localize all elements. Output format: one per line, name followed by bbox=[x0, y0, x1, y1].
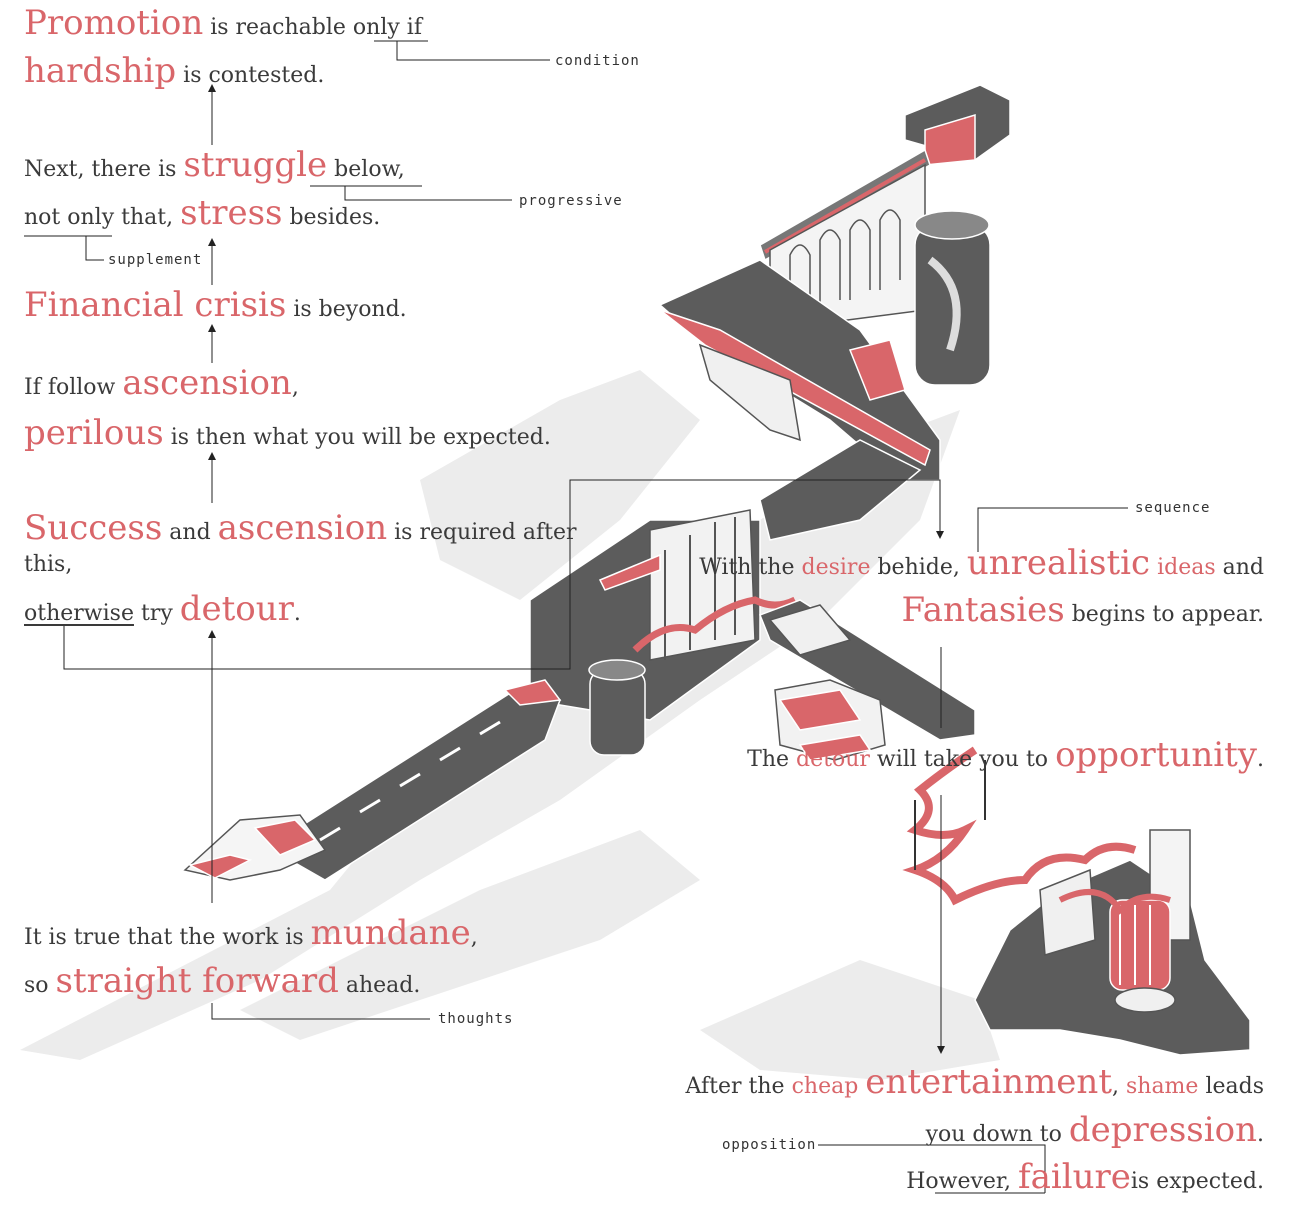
word-perilous: perilous bbox=[24, 413, 164, 453]
line-fantasies: Fantasies begins to appear. bbox=[901, 593, 1264, 627]
word-opportunity: opportunity bbox=[1055, 735, 1257, 775]
text: is then what you will be expected. bbox=[163, 425, 551, 450]
text: is reachable only bbox=[203, 15, 407, 40]
word-promotion: Promotion bbox=[24, 3, 204, 43]
text: If follow bbox=[24, 375, 123, 400]
word-straight-forward: straight forward bbox=[55, 961, 339, 1001]
word-cheap: cheap bbox=[791, 1074, 859, 1099]
word-ascension: ascension bbox=[122, 363, 292, 403]
word-stress: stress bbox=[180, 193, 283, 233]
word-unrealistic: unrealistic bbox=[966, 543, 1151, 583]
word-mundane: mundane bbox=[310, 913, 471, 953]
annotation-progressive: progressive bbox=[519, 193, 623, 209]
word-depression: depression bbox=[1068, 1110, 1257, 1150]
building-mass bbox=[183, 84, 1251, 1056]
line-success: Success and ascension is required after bbox=[24, 511, 577, 545]
text: not only that, bbox=[24, 205, 181, 230]
line-straight-forward: so straight forward ahead. bbox=[24, 964, 420, 998]
line-mundane: It is true that the work is mundane, bbox=[24, 916, 478, 950]
text: so bbox=[24, 973, 56, 998]
text: is contested. bbox=[176, 63, 325, 88]
word-ideas: ideas bbox=[1157, 555, 1216, 580]
text: After the bbox=[685, 1074, 792, 1099]
text: will take you to bbox=[869, 747, 1056, 772]
word-ascension-2: ascension bbox=[217, 508, 388, 548]
word-detour-2: detour bbox=[796, 747, 870, 772]
line-stress: not only that, stress besides. bbox=[24, 196, 380, 230]
line-financial-crisis: Financial crisis is beyond. bbox=[24, 288, 407, 322]
text: . bbox=[1257, 747, 1264, 772]
text: Next, there is bbox=[24, 157, 184, 182]
text: It is true that the work is bbox=[24, 925, 311, 950]
annotation-condition: condition bbox=[555, 53, 640, 69]
annotation-opposition: opposition bbox=[722, 1137, 817, 1153]
line-struggle: Next, there is struggle below, bbox=[24, 148, 405, 182]
word-shame: shame bbox=[1125, 1074, 1199, 1099]
text: With the bbox=[699, 555, 802, 580]
arrow-heads bbox=[208, 84, 945, 1054]
text: and bbox=[162, 520, 218, 545]
text: is expected. bbox=[1130, 1169, 1264, 1194]
text: . bbox=[293, 601, 301, 626]
line-failure: However, failureis expected. bbox=[906, 1160, 1264, 1194]
word-failure: failure bbox=[1018, 1157, 1131, 1197]
word-hardship: hardship bbox=[24, 51, 177, 91]
text: is beyond. bbox=[286, 297, 407, 322]
text: begins to appear. bbox=[1064, 602, 1264, 627]
word-detour: detour bbox=[179, 589, 294, 629]
text: , bbox=[470, 925, 478, 950]
text: The bbox=[747, 747, 797, 772]
text: ahead. bbox=[338, 973, 421, 998]
connector-lines bbox=[24, 40, 1128, 1194]
text: is required after bbox=[387, 520, 577, 545]
text: and bbox=[1215, 555, 1264, 580]
text: leads bbox=[1198, 1074, 1264, 1099]
text: you down to bbox=[925, 1122, 1069, 1147]
annotation-thoughts: thoughts bbox=[438, 1011, 514, 1027]
line-detour: otherwise try detour. bbox=[24, 592, 301, 626]
text: However, bbox=[906, 1169, 1019, 1194]
line-opportunity: The detour will take you to opportunity. bbox=[747, 738, 1264, 772]
text: try bbox=[133, 601, 180, 626]
word-success: Success bbox=[24, 508, 163, 548]
line-ascension: If follow ascension, bbox=[24, 366, 299, 400]
line-entertainment: After the cheap entertainment, shame lea… bbox=[686, 1065, 1264, 1099]
line-this: this, bbox=[24, 552, 73, 577]
text: if bbox=[406, 15, 422, 40]
line-hardship: hardship is contested. bbox=[24, 54, 324, 88]
line-desire: With the desire behide, unrealistic idea… bbox=[699, 546, 1264, 580]
text: below, bbox=[327, 157, 405, 182]
word-fantasies: Fantasies bbox=[901, 590, 1065, 630]
annotation-supplement: supplement bbox=[108, 252, 203, 268]
word-entertainment: entertainment bbox=[865, 1062, 1112, 1102]
text: . bbox=[1257, 1122, 1264, 1147]
text: behide, bbox=[870, 555, 967, 580]
line-perilous: perilous is then what you will be expect… bbox=[24, 416, 551, 450]
line-promotion: Promotion is reachable only if bbox=[24, 6, 422, 40]
word-financial-crisis: Financial crisis bbox=[24, 285, 287, 325]
annotation-sequence: sequence bbox=[1135, 500, 1211, 516]
word-struggle: struggle bbox=[183, 145, 328, 185]
line-depression: you down to depression. bbox=[926, 1113, 1264, 1147]
text: , bbox=[1111, 1074, 1126, 1099]
text: , bbox=[291, 375, 299, 400]
word-otherwise: otherwise bbox=[24, 601, 134, 626]
word-desire: desire bbox=[801, 555, 871, 580]
text: besides. bbox=[282, 205, 381, 230]
